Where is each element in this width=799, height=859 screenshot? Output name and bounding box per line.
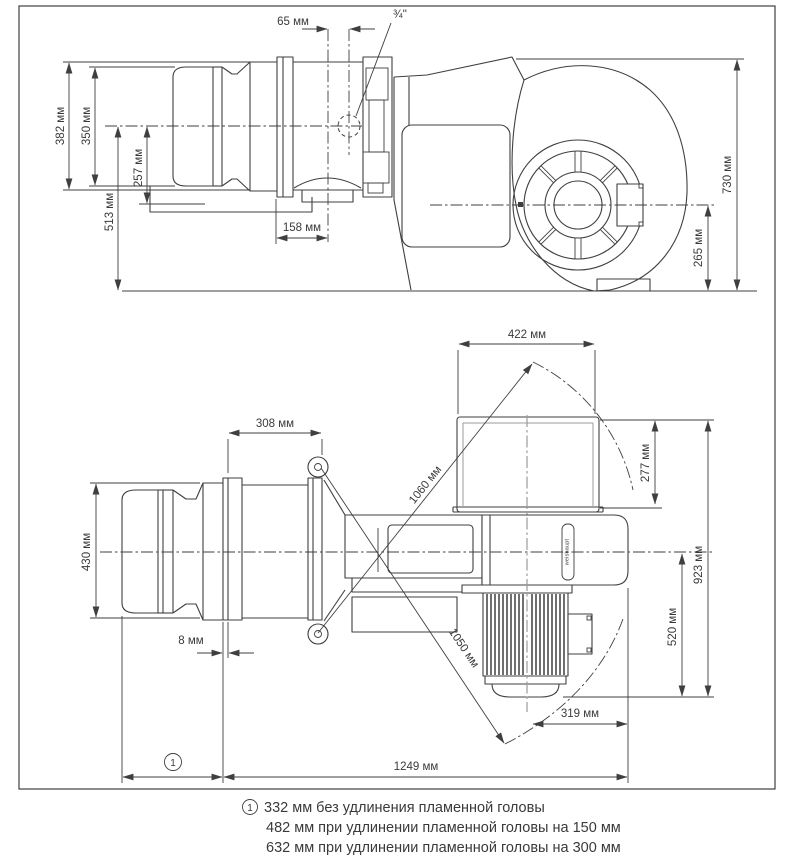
dim-520: 520 мм (667, 553, 686, 697)
flame-head-side (149, 61, 313, 213)
dim-923: 923 мм (563, 419, 714, 698)
motor-cooling-fins (486, 594, 565, 675)
dim-520-label: 520 мм (667, 608, 679, 646)
gas-connection-label: ¾'' (393, 9, 407, 21)
callout-circle (164, 753, 182, 771)
fan-motor (461, 584, 593, 698)
swing-arc-bottom (504, 615, 625, 745)
footnote-line-1: 332 мм без удлинения пламенной головы (264, 800, 545, 816)
dim-1249-label: 1249 мм (394, 761, 439, 773)
rear-tube-side (293, 61, 363, 203)
dim-308-label: 308 мм (256, 418, 294, 430)
dim-730: 730 мм (516, 58, 744, 291)
motor-junction-box (567, 613, 593, 655)
dim-319-label: 319 мм (561, 708, 599, 720)
side-view: 65 мм ¾'' 382 мм 350 мм 513 мм 257 мм (55, 9, 757, 292)
inlet-spokes (538, 151, 618, 259)
dim-350: 350 мм (81, 66, 175, 187)
dim-1249: 1249 мм (223, 761, 628, 781)
dim-730-label: 730 мм (722, 156, 734, 194)
dim-277: 277 мм (600, 420, 662, 509)
footnote-callout-number: 1 (247, 803, 253, 814)
mounting-plate (362, 56, 393, 198)
dim-319: 319 мм (532, 708, 628, 728)
dim-430-label: 430 мм (81, 533, 93, 571)
dim-1050-line (320, 467, 505, 744)
control-box (401, 124, 511, 248)
dim-8: 8 мм (178, 622, 254, 658)
flame-head-plan (121, 482, 223, 621)
dim-65: 65 мм (277, 16, 375, 33)
gas-valve-box (351, 596, 458, 633)
hinge-ear-bottom (307, 623, 329, 645)
dim-8-label: 8 мм (178, 635, 203, 647)
drawing-frame (18, 5, 776, 790)
dim-265-label: 265 мм (693, 229, 705, 267)
mounting-flange-side (276, 56, 294, 198)
dim-923-label: 923 мм (693, 546, 705, 584)
swing-arc-top (532, 361, 634, 491)
dim-350-label: 350 мм (81, 107, 93, 145)
plan-view: weishaupt (81, 329, 714, 783)
footnote-callout-circle (242, 799, 258, 815)
dim-158-label: 158 мм (283, 222, 321, 234)
dim-1060-line (317, 363, 533, 634)
dim-430: 430 мм (81, 482, 200, 619)
dim-158: 158 мм (275, 199, 328, 244)
rear-tube-plan (242, 484, 308, 619)
footnote-line-3: 632 мм при удлинении пламенной головы на… (266, 840, 621, 856)
dim-277-label: 277 мм (640, 444, 652, 482)
dim-flame-head-length: 1 (121, 588, 629, 783)
dim-1060-label: 1060 мм (407, 464, 444, 506)
callout-number: 1 (170, 758, 176, 769)
footnote-line-2: 482 мм при удлинении пламенной головы на… (266, 820, 621, 836)
dim-513: 513 мм (104, 126, 122, 291)
dim-257-label: 257 мм (133, 149, 145, 187)
dim-257: 257 мм (133, 126, 205, 205)
dim-422: 422 мм (457, 329, 596, 414)
dim-65-label: 65 мм (277, 16, 309, 28)
footnote: 1 332 мм без удлинения пламенной головы … (242, 799, 621, 856)
dim-382-label: 382 мм (55, 107, 67, 145)
dim-422-label: 422 мм (508, 329, 546, 341)
hinge-flange (307, 456, 346, 645)
burner-casting-side (393, 77, 412, 291)
dim-308: 308 мм (227, 418, 323, 473)
dim-265: 265 мм (693, 205, 712, 291)
dim-382: 382 мм (55, 61, 252, 191)
gas-connection-hole (337, 22, 392, 138)
hinge-ear-top (307, 456, 329, 478)
mounting-flange-plan (222, 477, 243, 621)
air-intake-box (452, 416, 604, 513)
dim-513-label: 513 мм (104, 193, 116, 231)
